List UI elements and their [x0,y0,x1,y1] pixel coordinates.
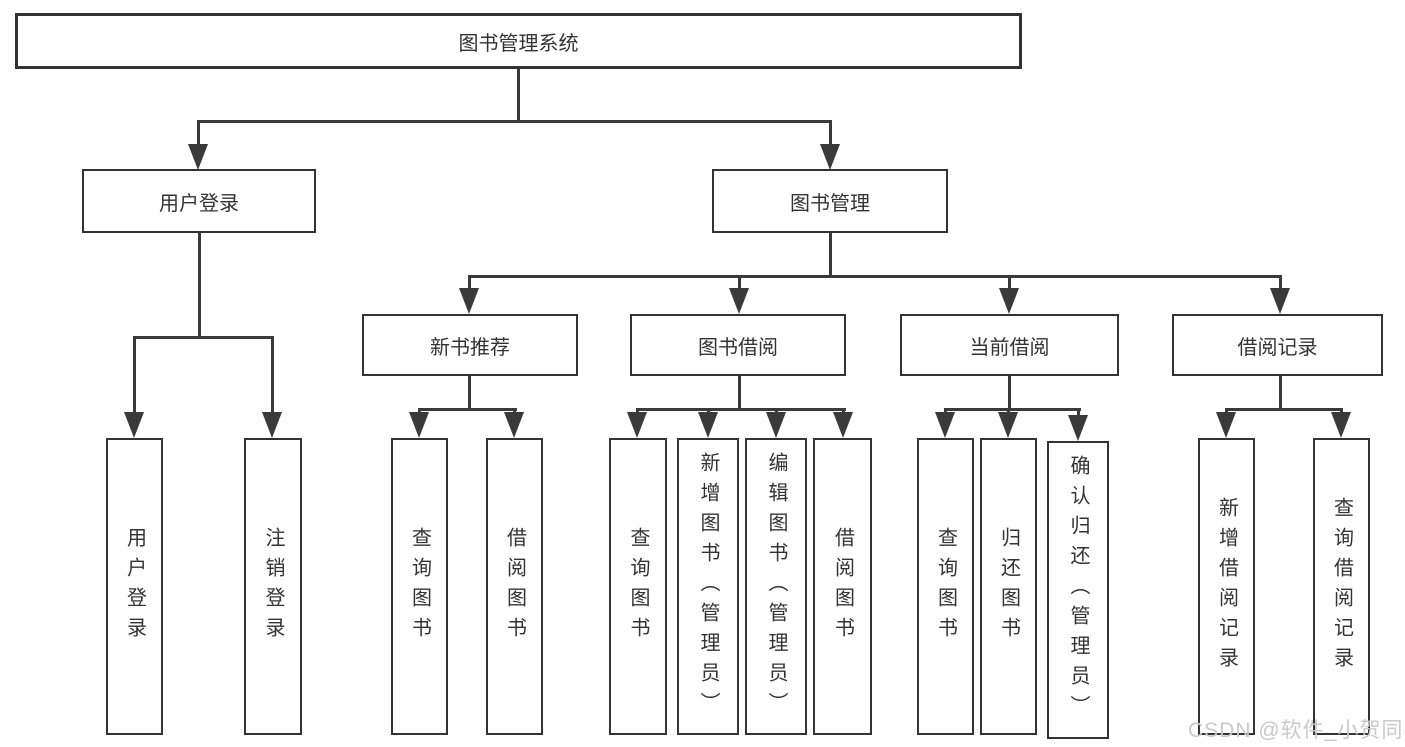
connector-level2-bus [197,120,832,123]
connector-book-borrow-stem [738,275,741,290]
arrow-to-user-login [188,144,208,170]
leaf-user-login-label: 用户登录 [123,526,146,647]
connector-ul-login-stem [133,336,136,414]
arrow-to-bb-add [698,412,718,438]
leaf-cb-confirm-return: 确认归还（管理员） [1047,441,1109,739]
node-root-label: 图书管理系统 [458,32,579,55]
leaf-bb-edit-books-label: 编辑图书（管理员） [765,451,787,722]
node-book-borrow-label: 图书借阅 [698,336,778,359]
arrow-to-bb-query [627,412,647,438]
node-new-book-rec: 新书推荐 [362,314,578,376]
leaf-bb-borrow-books-label: 借阅图书 [831,526,854,647]
connector-ul-logout-stem [271,336,274,414]
connector-new-book-rec-stem [468,275,471,290]
arrow-to-ul-login [124,412,144,438]
leaf-bb-add-books: 新增图书（管理员） [677,438,739,735]
leaf-nbr-query-books: 查询图书 [391,438,448,735]
connector-book-mgmt-drop [829,233,832,275]
connector-borrow-record-stem [1279,275,1282,290]
leaf-br-query-record: 查询借阅记录 [1313,438,1370,735]
node-book-mgmt: 图书管理 [712,169,948,233]
leaf-logout-label: 注销登录 [262,526,284,647]
node-user-login: 用户登录 [82,169,316,233]
connector-new-book-rec-drop [468,376,471,408]
arrow-to-br-add [1216,412,1236,438]
leaf-cb-confirm-return-label: 确认归还（管理员） [1067,455,1089,725]
connector-user-login-drop [198,233,201,336]
node-book-mgmt-label: 图书管理 [790,192,870,215]
arrow-to-cb-query [935,412,955,438]
connector-root-drop [517,69,520,120]
leaf-cb-return-books-label: 归还图书 [997,526,1020,647]
connector-level3-bus [468,275,1282,278]
leaf-logout: 注销登录 [244,438,302,735]
csdn-watermark: CSDN @软件_小贺同学 [1188,719,1405,742]
leaf-br-add-record-label: 新增借阅记录 [1215,496,1238,677]
node-current-borrow-label: 当前借阅 [969,336,1050,359]
node-root: 图书管理系统 [15,13,1022,69]
arrow-to-bb-borrow [833,412,853,438]
arrow-to-br-query [1331,412,1351,438]
node-user-login-label: 用户登录 [159,192,239,215]
leaf-bb-borrow-books: 借阅图书 [813,438,872,735]
node-current-borrow: 当前借阅 [900,314,1119,376]
node-new-book-rec-label: 新书推荐 [430,336,510,359]
arrow-to-current-borrow [999,288,1019,314]
connector-book-borrow-drop [738,376,741,408]
connector-book-borrow-bus [636,408,846,411]
arrow-to-new-book-rec [459,288,479,314]
arrow-to-borrow-record [1270,288,1290,314]
arrow-to-cb-confirm [1068,415,1088,441]
leaf-cb-query-books-label: 查询图书 [934,526,957,647]
connector-user-login-bus [133,336,274,339]
arrow-to-bb-edit [766,412,786,438]
leaf-cb-query-books: 查询图书 [917,438,974,735]
leaf-nbr-query-books-label: 查询图书 [408,526,431,647]
connector-current-borrow-stem [1008,275,1011,290]
connector-user-login-stem [197,120,200,146]
node-book-borrow: 图书借阅 [630,314,846,376]
connector-current-borrow-bus [944,408,1081,411]
leaf-br-add-record: 新增借阅记录 [1198,438,1255,735]
leaf-nbr-borrow-books: 借阅图书 [486,438,543,735]
connector-borrow-record-drop [1279,376,1282,408]
connector-book-mgmt-stem [829,120,832,146]
arrow-to-nbr-query [409,412,429,438]
arrow-to-nbr-borrow [504,412,524,438]
connector-cb-confirm-stem [1077,408,1080,416]
arrow-to-ul-logout [262,412,282,438]
node-borrow-record-label: 借阅记录 [1237,336,1318,359]
leaf-bb-edit-books: 编辑图书（管理员） [745,438,807,735]
leaf-bb-query-books-label: 查询图书 [627,526,649,647]
leaf-bb-add-books-label: 新增图书（管理员） [697,451,719,722]
arrow-to-cb-return [998,412,1018,438]
connector-borrow-record-bus [1225,408,1343,411]
connector-current-borrow-drop [1008,376,1011,408]
leaf-user-login: 用户登录 [106,438,163,735]
leaf-br-query-record-label: 查询借阅记录 [1330,496,1353,677]
node-borrow-record: 借阅记录 [1172,314,1383,376]
arrow-to-book-mgmt [820,144,840,170]
arrow-to-book-borrow [729,288,749,314]
leaf-cb-return-books: 归还图书 [980,438,1037,735]
leaf-nbr-borrow-books-label: 借阅图书 [503,526,526,647]
leaf-bb-query-books: 查询图书 [609,438,667,735]
connector-new-book-rec-bus [418,408,517,411]
